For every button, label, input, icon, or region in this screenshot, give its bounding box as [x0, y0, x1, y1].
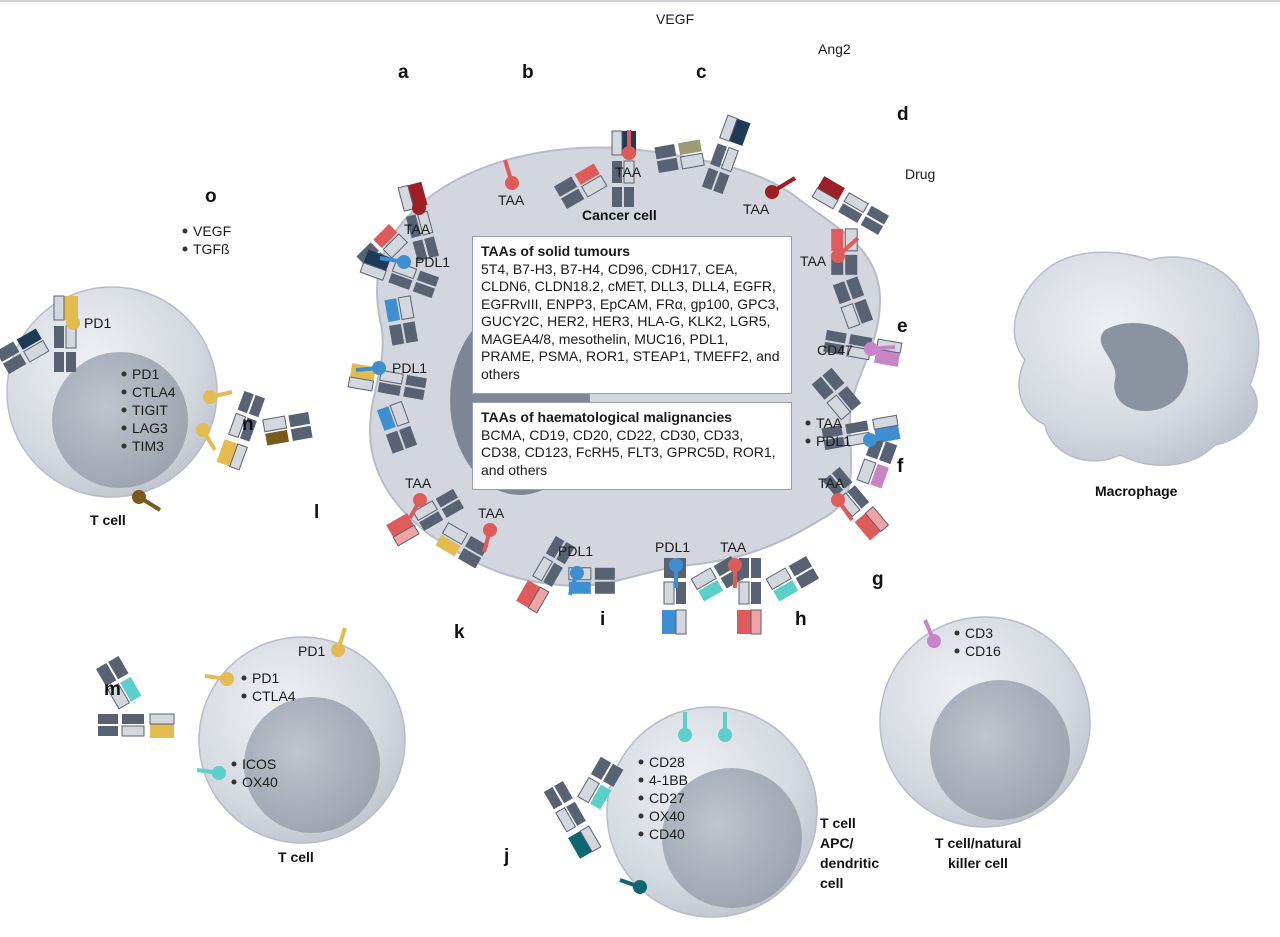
label-taa-a: TAA [404, 221, 431, 237]
solid-tumour-taa-title: TAAs of solid tumours [481, 243, 631, 259]
ab-o-antibody [359, 249, 440, 346]
svg-text:CD3: CD3 [965, 625, 993, 641]
t-cell-left-nucleus [52, 352, 188, 488]
ab-m-antibody [96, 655, 175, 738]
ab-j-antibody [543, 756, 624, 859]
letter-g: g [872, 569, 884, 590]
label-taa-k: TAA [478, 505, 505, 521]
list-g: CD3 CD16 [954, 625, 1001, 659]
cancer-cell-label: Cancer cell [582, 207, 657, 223]
solid-tumour-taa-list: 5T4, B7-H3, B7-H4, CD96, CDH17, CEA, CLD… [481, 260, 780, 382]
letter-k: k [454, 622, 465, 643]
t-cell-left-label: T cell [90, 512, 126, 528]
label-cd47: CD47 [817, 342, 853, 358]
svg-text:VEGF: VEGF [193, 223, 231, 239]
svg-text:CD40: CD40 [649, 826, 685, 842]
letter-n: n [242, 414, 254, 435]
label-pdl1-o: PDL1 [415, 254, 450, 270]
t-cell-apc-label-4: cell [820, 875, 843, 891]
label-taa-h: TAA [720, 539, 747, 555]
svg-text:LAG3: LAG3 [132, 420, 168, 436]
cell-captions: Cancer cell Macrophage T cell T cell T c… [90, 207, 1178, 891]
letter-a: a [398, 62, 409, 83]
letter-c: c [696, 62, 707, 83]
letter-o: o [205, 186, 217, 207]
t-cell-nk-label-1: T cell/natural [935, 835, 1021, 851]
ab-n2-antibody [216, 390, 313, 471]
list-m-top: PD1 CTLA4 [241, 670, 296, 704]
top-rule [0, 0, 1280, 2]
t-cell-bottom-left-label: T cell [278, 849, 314, 865]
label-taa-a2: TAA [498, 192, 525, 208]
svg-text:PD1: PD1 [252, 670, 279, 686]
svg-text:ICOS: ICOS [242, 756, 276, 772]
svg-text:TIM3: TIM3 [132, 438, 164, 454]
haem-taa-list: BCMA, CD19, CD20, CD22, CD30, CD33, CD38… [481, 426, 776, 478]
letter-f: f [897, 456, 904, 477]
list-n: PD1 CTLA4 TIGIT LAG3 TIM3 [121, 366, 176, 454]
svg-text:CD27: CD27 [649, 790, 685, 806]
ab-o2-antibody [0, 295, 78, 374]
svg-text:OX40: OX40 [242, 774, 278, 790]
t-cell-apc-label-3: dendritic [820, 855, 879, 871]
list-m-bottom: ICOS OX40 [231, 756, 278, 790]
macrophage-label: Macrophage [1095, 483, 1178, 499]
letter-m: m [104, 679, 121, 700]
ab-l-antibody [386, 488, 489, 569]
label-pdl1-i: PDL1 [655, 539, 690, 555]
svg-text:TAA: TAA [816, 415, 843, 431]
t-cell-apc-nucleus [662, 768, 802, 908]
t-cell-nk-label-2: killer cell [948, 855, 1008, 871]
macrophage-nucleus [1100, 322, 1189, 411]
label-taa-b: TAA [615, 164, 642, 180]
t-cell-nk-nucleus [930, 680, 1070, 820]
list-j: CD28 4-1BB CD27 OX40 CD40 [638, 754, 688, 842]
haem-taa-box: TAAs of haematological malignancies BCMA… [472, 402, 792, 490]
svg-text:TIGIT: TIGIT [132, 402, 168, 418]
ab-e-antibody [823, 276, 903, 367]
ab-h-antibody [737, 556, 820, 635]
letter-b: b [522, 62, 534, 83]
receptor-dots [66, 130, 941, 894]
letter-e: e [897, 316, 908, 337]
t-cell-apc-label-1: T cell [820, 815, 856, 831]
label-pd1-l: PD1 [298, 643, 325, 659]
svg-text:TGFß: TGFß [193, 241, 230, 257]
label-taa-l: TAA [405, 475, 432, 491]
label-taa-d1: TAA [743, 201, 770, 217]
svg-text:CD16: CD16 [965, 643, 1001, 659]
list-o: VEGF TGFß [182, 223, 231, 257]
haem-taa-title: TAAs of haematological malignancies [481, 409, 733, 425]
ab-f-antibody [811, 367, 901, 451]
t-cell-apc-label-2: APC/ [820, 835, 854, 851]
label-taa-g: TAA [818, 475, 845, 491]
letter-h: h [795, 609, 807, 630]
label-ang2: Ang2 [818, 41, 851, 57]
label-pd1-o: PD1 [84, 315, 111, 331]
label-drug: Drug [905, 166, 935, 182]
letter-d: d [897, 104, 909, 125]
letter-i: i [600, 609, 605, 630]
svg-text:CTLA4: CTLA4 [252, 688, 296, 704]
letter-j: j [503, 846, 509, 867]
ab-c-antibody [654, 114, 751, 195]
svg-text:CTLA4: CTLA4 [132, 384, 176, 400]
letter-l: l [314, 502, 319, 523]
svg-text:OX40: OX40 [649, 808, 685, 824]
svg-text:CD28: CD28 [649, 754, 685, 770]
label-pdl1-k: PDL1 [558, 543, 593, 559]
panel-letters: a b c d e f g h i j k l m n o [104, 62, 909, 867]
label-taa-d2: TAA [800, 253, 827, 269]
ab-n-antibody [347, 363, 427, 454]
svg-text:PDL1: PDL1 [816, 433, 851, 449]
list-f: TAA PDL1 [805, 415, 851, 449]
receptor-labels: TAA TAA TAA VEGF Ang2 Drug TAA TAA PDL1 … [84, 11, 935, 659]
t-cell-bottom-left-nucleus [244, 697, 380, 833]
antibodies [0, 114, 903, 859]
label-pdl1-n: PDL1 [392, 360, 427, 376]
svg-text:PD1: PD1 [132, 366, 159, 382]
solid-tumour-taa-box: TAAs of solid tumours 5T4, B7-H3, B7-H4,… [472, 236, 792, 394]
svg-text:4-1BB: 4-1BB [649, 772, 688, 788]
label-vegf-c: VEGF [656, 11, 694, 27]
